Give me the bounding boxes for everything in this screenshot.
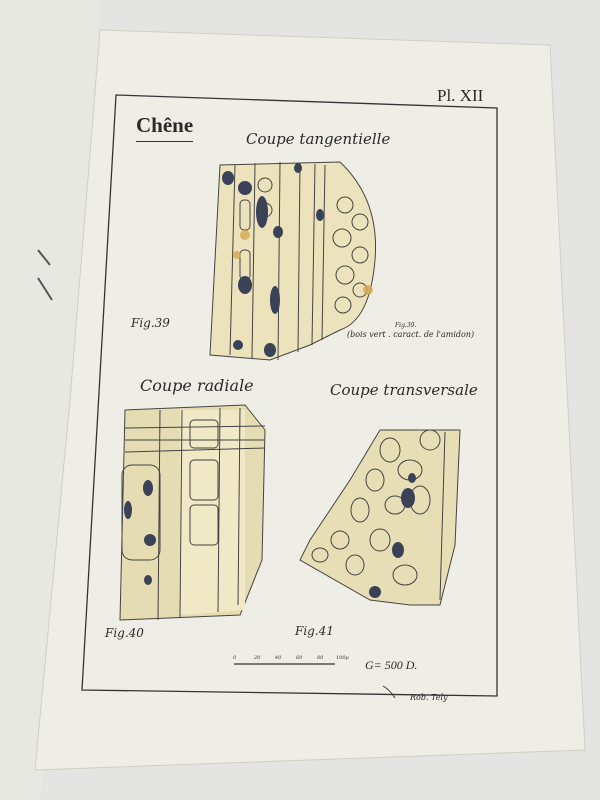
caption-fig41: Coupe transversale: [330, 381, 478, 399]
scale-tick: 0: [233, 655, 237, 661]
plate-title: Chêne: [136, 113, 194, 142]
figure-39-illustration: [209, 161, 377, 361]
label-fig39: Fig.39: [131, 316, 170, 330]
figure-40-illustration: [119, 404, 266, 621]
plate-number: Pl. XII: [437, 86, 484, 105]
note-fig39: (bois vert . caract. de l'amidon): [347, 330, 475, 339]
scale-tick: 40: [275, 655, 282, 661]
figure-41-illustration: [299, 429, 461, 606]
left-page: [0, 0, 100, 800]
signature: Rob. Tely: [410, 693, 448, 702]
magnification: G= 500 D.: [365, 658, 418, 672]
note-label-fig39: Fig.39.: [395, 322, 417, 329]
caption-fig40: Coupe radiale: [140, 376, 254, 395]
label-fig41: Fig.41: [295, 624, 334, 638]
scale-tick: 80: [317, 655, 324, 661]
scale-tick: 20: [254, 655, 261, 661]
caption-fig39: Coupe tangentielle: [246, 130, 391, 148]
label-fig40: Fig.40: [105, 626, 144, 640]
bleed-text: [37, 249, 51, 266]
scale-tick: 60: [296, 655, 303, 661]
scale-tick: 100μ: [336, 655, 349, 661]
bleed-text: [37, 277, 53, 301]
parenthesis: [382, 685, 396, 699]
plate-frame: [81, 94, 498, 697]
